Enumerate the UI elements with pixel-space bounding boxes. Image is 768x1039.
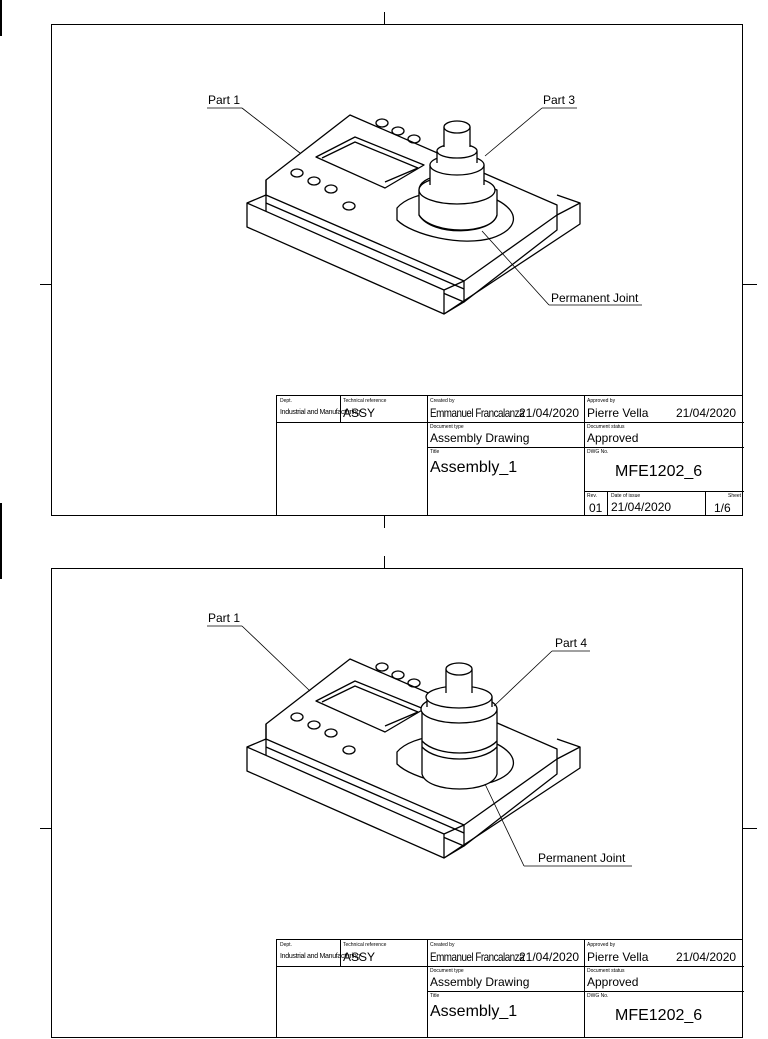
dwg-label: DWG No.	[587, 993, 609, 999]
left-edge-mark-top	[0, 0, 2, 36]
title-block-1: Dept. Industrial and Manufacturing Techn…	[276, 395, 744, 516]
sheet-value: 1/6	[714, 501, 731, 515]
approved-by-label: Approved by	[587, 398, 616, 404]
dwg-value: MFE1202_6	[615, 1007, 703, 1024]
dept-label: Dept.	[280, 398, 292, 404]
created-by-label: Created by	[430, 398, 455, 404]
assembly-isometric-view-2: Part 1 Part 4 Permanent Joint	[207, 611, 632, 867]
approved-date: 21/04/2020	[676, 406, 737, 420]
dwg-label: DWG No.	[587, 449, 609, 455]
tech-ref-value: ASSY	[343, 406, 376, 420]
title-block-2: Dept. Industrial and Manufacturing Techn…	[276, 939, 744, 1038]
side-mark-right-2	[731, 828, 757, 829]
doc-status-value: Approved	[587, 431, 639, 445]
drawing-sheet-2: Part 1 Part 4 Permanent Joint Dept. Indu…	[51, 568, 744, 1038]
assembly-isometric-view-1: Part 1 Part 3 Permanent Joint	[207, 93, 642, 315]
doc-status-label: Document status	[587, 424, 625, 430]
callout-part-4: Part 4	[555, 636, 587, 650]
rev-label: Rev.	[587, 493, 597, 499]
approved-by-value: Pierre Vella	[587, 406, 649, 420]
callout-permanent-joint: Permanent Joint	[538, 851, 626, 865]
dept-label: Dept.	[280, 942, 292, 948]
date-issue-label: Date of issue	[611, 493, 641, 499]
created-by-value: Emmanuel Francalanza	[430, 950, 525, 964]
doc-type-value: Assembly Drawing	[430, 431, 530, 445]
dept-value: Industrial and Manufacturing	[280, 409, 360, 416]
dwg-value: MFE1202_6	[615, 463, 703, 480]
approved-by-value: Pierre Vella	[587, 950, 649, 964]
doc-type-label: Document type	[430, 424, 464, 430]
doc-type-label: Document type	[430, 968, 464, 974]
callout-part-1: Part 1	[208, 611, 240, 625]
created-by-value: Emmanuel Francalanza	[430, 406, 525, 420]
sheet-label: Sheet	[728, 493, 742, 499]
approved-by-label: Approved by	[587, 942, 616, 948]
title-value: Assembly_1	[430, 1003, 518, 1020]
title-value: Assembly_1	[430, 459, 518, 476]
callout-permanent-joint: Permanent Joint	[551, 291, 639, 305]
tech-ref-label: Technical reference	[343, 398, 387, 404]
title-label: Title	[430, 449, 440, 455]
side-mark-right-1	[731, 284, 757, 285]
dept-value: Industrial and Manufacturing	[280, 953, 360, 960]
approved-date: 21/04/2020	[676, 950, 737, 964]
tech-ref-label: Technical reference	[343, 942, 387, 948]
centre-mark-bottom-1	[384, 505, 385, 528]
doc-status-label: Document status	[587, 968, 625, 974]
created-by-label: Created by	[430, 942, 455, 948]
left-edge-mark-middle	[0, 503, 2, 579]
callout-part-3: Part 3	[543, 93, 575, 107]
tech-ref-value: ASSY	[343, 950, 376, 964]
doc-status-value: Approved	[587, 975, 639, 989]
doc-type-value: Assembly Drawing	[430, 975, 530, 989]
drawing-sheet-1: Part 1 Part 3 Permanent Joint Dept. Indu…	[51, 24, 744, 516]
title-label: Title	[430, 993, 440, 999]
created-date: 21/04/2020	[519, 950, 580, 964]
created-date: 21/04/2020	[519, 406, 580, 420]
rev-value: 01	[589, 501, 603, 515]
date-issue-value: 21/04/2020	[611, 500, 672, 514]
callout-part-1: Part 1	[208, 93, 240, 107]
